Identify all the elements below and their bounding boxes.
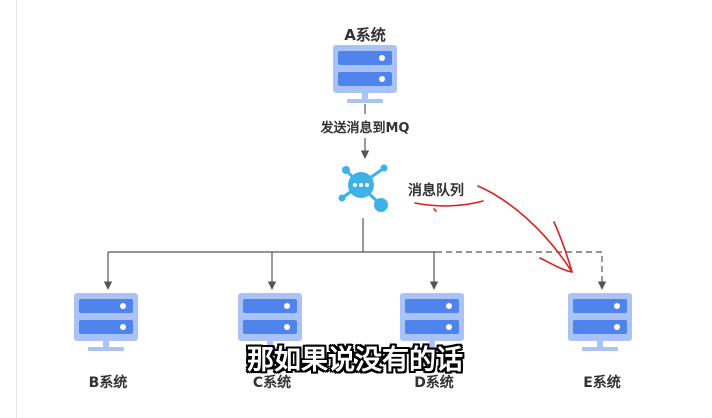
system-a-label: A系统 [344,26,386,44]
message-queue-label: 消息队列 [408,183,464,199]
server-icon-b [74,293,138,351]
server-icon-a [333,45,397,103]
send-to-mq-label: 发送消息到MQ [320,121,410,136]
connector-to-e-dashed [436,251,607,290]
annotation-red-marks [414,185,573,273]
system-d-label: D系统 [414,375,454,391]
message-queue-icon [338,164,388,212]
system-b-label: B系统 [88,375,128,391]
video-subtitle: 那如果说没有的话 [247,345,463,376]
divider [16,0,17,418]
server-icon-e [568,293,632,351]
system-c-label: C系统 [252,375,292,391]
system-e-label: E系统 [583,375,621,391]
